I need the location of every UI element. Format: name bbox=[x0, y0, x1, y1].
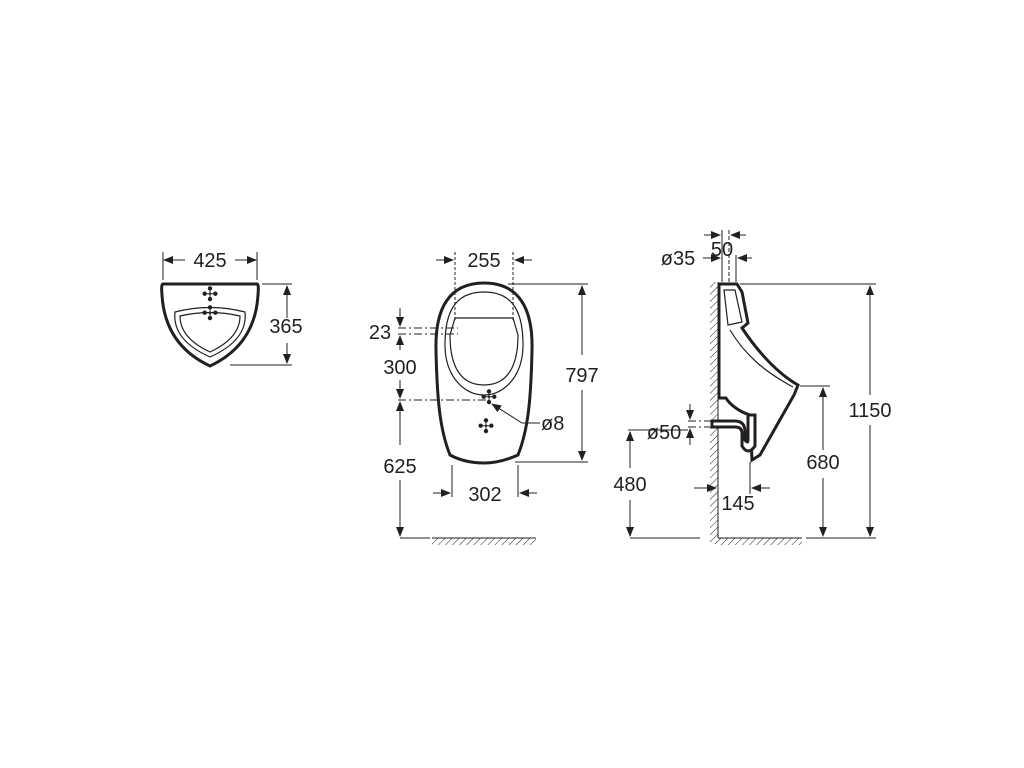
front-view-outline bbox=[434, 281, 534, 465]
dim-total-height-1150: 1150 bbox=[848, 400, 891, 422]
floor-hatch bbox=[432, 538, 536, 545]
side-view-outline bbox=[717, 282, 800, 463]
wall-hatch bbox=[710, 282, 718, 544]
dim-depth-365: 365 bbox=[269, 316, 302, 338]
dim-rim-height-680: 680 bbox=[806, 452, 839, 474]
dim-top-width-255: 255 bbox=[467, 250, 500, 272]
fixing-mark-icon: ✣ bbox=[202, 303, 219, 325]
dim-height-797: 797 bbox=[565, 365, 598, 387]
fixing-mark-icon: ✣ bbox=[202, 284, 219, 306]
dim-width-425: 425 bbox=[193, 250, 226, 272]
dim-fixing-hole-8: ø8 bbox=[541, 413, 564, 435]
front-view: ✣ ✣ 255 797 23 300 625 ø8 302 bbox=[369, 250, 599, 545]
side-view: 50 ø35 1150 680 ø50 480 145 bbox=[613, 230, 892, 545]
dim-outlet-diameter-50: ø50 bbox=[647, 422, 681, 444]
dim-outlet-height-480: 480 bbox=[613, 474, 646, 496]
trap-pipe bbox=[710, 413, 757, 453]
dim-bottom-width-302: 302 bbox=[468, 484, 501, 506]
dim-inlet-diameter-35: ø35 bbox=[661, 248, 695, 270]
front-view-bowl bbox=[444, 291, 524, 396]
dim-inlet-to-fixing-300: 300 bbox=[383, 357, 416, 379]
top-view: ✣ ✣ 425 365 bbox=[160, 250, 303, 368]
top-view-bowl bbox=[174, 306, 246, 358]
top-view-outline bbox=[160, 282, 260, 368]
dim-fixing-height-625: 625 bbox=[383, 456, 416, 478]
floor-hatch bbox=[718, 538, 802, 545]
dim-inlet-offset-23: 23 bbox=[369, 322, 391, 344]
fixing-mark-icon: ✣ bbox=[478, 416, 495, 438]
dim-projection-145: 145 bbox=[721, 493, 754, 515]
